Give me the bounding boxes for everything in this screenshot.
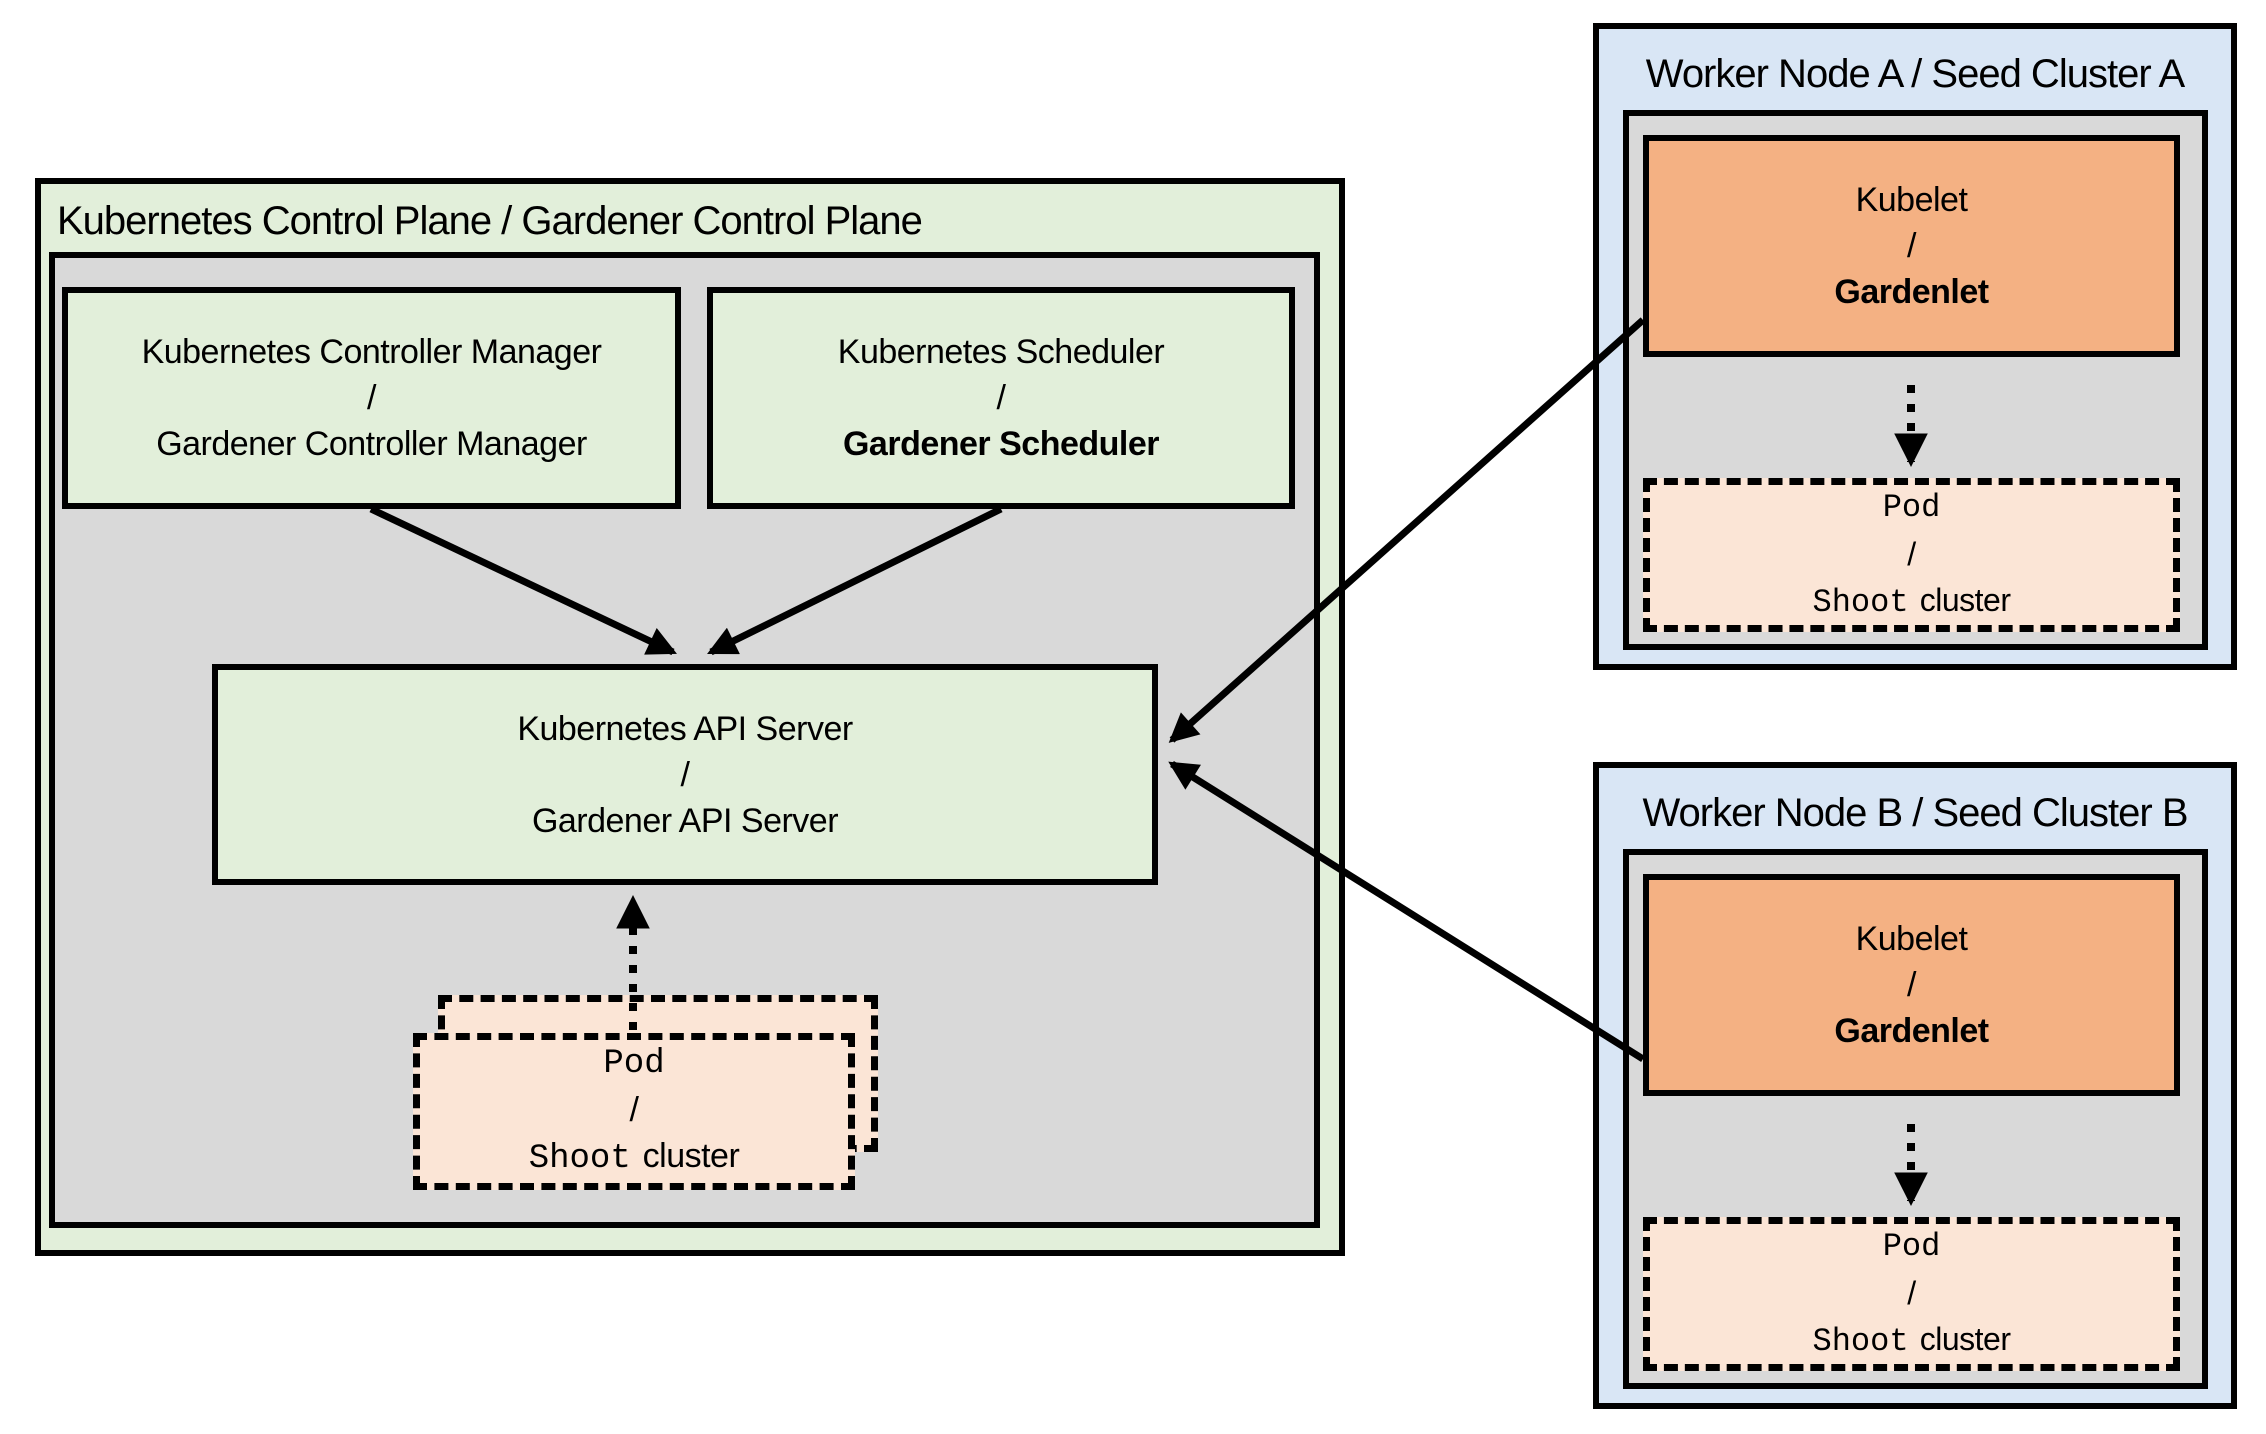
kubelet-b-line1: Kubelet [1855, 920, 1968, 958]
kubelet-b-box: Kubelet / Gardenlet [1643, 874, 2180, 1096]
pod-b-line2-shoot: Shoot [1812, 1322, 1909, 1360]
api-server-box: Kubernetes API Server / Gardener API Ser… [212, 664, 1158, 885]
pod-a-line2-cluster: cluster [1919, 581, 2011, 618]
control-plane-box: Kubernetes Control Plane / Gardener Cont… [35, 178, 1345, 1256]
kubelet-a-box: Kubelet / Gardenlet [1643, 135, 2180, 357]
scheduler-box: Kubernetes Scheduler / Gardener Schedule… [707, 287, 1295, 509]
pod-line2: Shoot cluster [529, 1133, 740, 1182]
worker-node-a-title: Worker Node A / Seed Cluster A [1645, 52, 2185, 96]
kubelet-b-line2: Gardenlet [1834, 1012, 1989, 1050]
worker-node-b-title: Worker Node B / Seed Cluster B [1642, 791, 2188, 835]
pod-b-line2: Shoot cluster [1813, 1316, 2011, 1365]
scheduler-separator: / [996, 379, 1006, 417]
scheduler-line1: Kubernetes Scheduler [837, 333, 1165, 371]
worker-node-b-box: Worker Node B / Seed Cluster B Kubelet /… [1593, 762, 2237, 1409]
pod-b-line2-cluster: cluster [1919, 1320, 2011, 1357]
pod-line2-cluster: cluster [642, 1137, 740, 1175]
pod-b-separator: / [1907, 1274, 1916, 1311]
pod-line2-shoot: Shoot [528, 1140, 631, 1178]
worker-node-a-box: Worker Node A / Seed Cluster A Kubelet /… [1593, 23, 2237, 670]
api-server-line2: Gardener API Server [531, 801, 839, 840]
pod-a-line1: Pod [1882, 488, 1941, 526]
control-plane-inner: Kubernetes Controller Manager / Gardener… [49, 252, 1320, 1228]
pod-separator: / [629, 1091, 639, 1129]
pod-a-line2-shoot: Shoot [1812, 583, 1909, 621]
pod-shoot-box-front: Pod / Shoot cluster [413, 1033, 855, 1190]
pod-shoot-a-box: Pod / Shoot cluster [1643, 478, 2180, 632]
pod-b-line1: Pod [1882, 1227, 1941, 1265]
controller-manager-line1: Kubernetes Controller Manager [141, 333, 602, 371]
scheduler-line2: Gardener Scheduler [842, 425, 1160, 463]
api-server-line1: Kubernetes API Server [517, 709, 853, 748]
api-server-separator: / [680, 755, 690, 794]
worker-node-a-inner: Kubelet / Gardenlet Pod / Shoot cluster [1623, 110, 2208, 650]
pod-a-line2: Shoot cluster [1813, 577, 2011, 626]
kubelet-a-line1: Kubelet [1855, 181, 1968, 219]
kubelet-b-separator: / [1907, 966, 1916, 1004]
pod-shoot-b-box: Pod / Shoot cluster [1643, 1217, 2180, 1371]
kubelet-a-separator: / [1907, 227, 1916, 265]
pod-a-separator: / [1907, 535, 1916, 572]
pod-line1: Pod [603, 1045, 665, 1083]
worker-node-b-inner: Kubelet / Gardenlet Pod / Shoot cluster [1623, 849, 2208, 1389]
kubelet-a-line2: Gardenlet [1834, 273, 1989, 311]
control-plane-title: Kubernetes Control Plane / Gardener Cont… [57, 199, 923, 243]
controller-manager-line2: Gardener Controller Manager [156, 425, 587, 463]
controller-manager-box: Kubernetes Controller Manager / Gardener… [62, 287, 681, 509]
controller-manager-separator: / [367, 379, 376, 417]
